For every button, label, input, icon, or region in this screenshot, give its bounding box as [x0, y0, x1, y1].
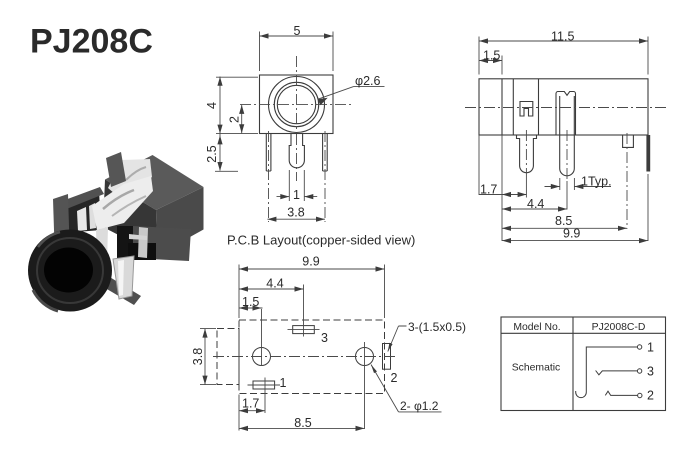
svg-text:3.8: 3.8 [191, 348, 205, 365]
svg-text:2: 2 [228, 116, 242, 123]
svg-text:9.9: 9.9 [563, 227, 580, 241]
svg-text:8.5: 8.5 [555, 214, 572, 228]
svg-text:P.C.B Layout(copper-sided view: P.C.B Layout(copper-sided view) [227, 233, 415, 248]
svg-text:Model No.: Model No. [513, 322, 560, 333]
svg-text:4.4: 4.4 [266, 277, 283, 291]
svg-text:8.5: 8.5 [294, 416, 311, 430]
svg-text:2.5: 2.5 [205, 145, 219, 162]
svg-text:4.4: 4.4 [527, 197, 544, 211]
svg-text:1.7: 1.7 [480, 183, 497, 197]
svg-text:5: 5 [294, 24, 301, 38]
svg-text:2: 2 [391, 371, 398, 385]
svg-text:1.5: 1.5 [242, 295, 259, 309]
svg-text:Schematic: Schematic [512, 363, 561, 374]
svg-text:φ2.6: φ2.6 [355, 74, 381, 88]
svg-text:11.5: 11.5 [551, 30, 574, 44]
svg-text:PJ2008C-D: PJ2008C-D [592, 322, 646, 333]
svg-text:1.7: 1.7 [242, 397, 259, 411]
svg-text:1Typ.: 1Typ. [581, 175, 612, 189]
svg-text:3.8: 3.8 [287, 206, 304, 220]
svg-text:1: 1 [647, 341, 654, 355]
svg-text:1: 1 [293, 188, 300, 202]
svg-text:1.5: 1.5 [483, 49, 500, 63]
svg-text:3: 3 [647, 365, 654, 379]
svg-text:3: 3 [321, 331, 328, 345]
svg-text:1: 1 [280, 376, 287, 390]
svg-text:2: 2 [647, 389, 654, 403]
svg-text:4: 4 [205, 102, 219, 109]
svg-text:2- φ1.2: 2- φ1.2 [400, 399, 439, 413]
svg-text:PJ208C: PJ208C [30, 23, 153, 61]
svg-text:9.9: 9.9 [302, 255, 319, 269]
svg-text:3-(1.5x0.5): 3-(1.5x0.5) [408, 320, 466, 334]
